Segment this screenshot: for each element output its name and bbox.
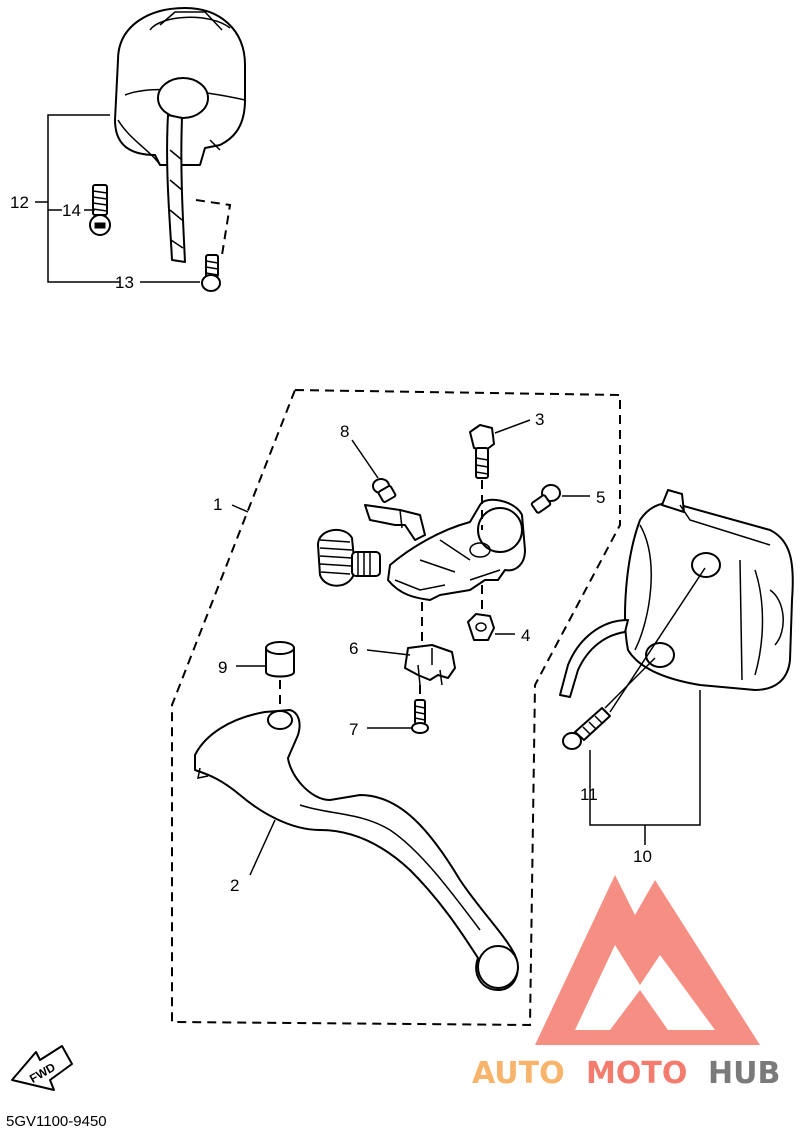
collar-9-icon [265,641,295,678]
bolt-3-icon [469,424,495,479]
callout-2: 2 [230,876,239,895]
callout-9: 9 [218,658,227,677]
callout-6: 6 [349,639,358,658]
screw-14-icon [89,184,111,236]
callout-1: 1 [213,495,222,514]
callout-4: 4 [521,626,530,645]
callout-8: 8 [340,422,349,441]
callout-5: 5 [596,488,605,507]
callout-10: 10 [633,847,652,866]
screw-11-icon [562,707,611,750]
screw-13-icon [201,254,221,292]
callout-3: 3 [535,410,544,429]
callout-12: 12 [10,193,29,212]
svg-text:AUTO: AUTO [472,1056,565,1091]
screw-5-icon [530,484,561,514]
callout-11: 11 [580,785,598,804]
clip-part [364,504,426,541]
svg-text:HUB: HUB [708,1056,780,1091]
clutch-lever [194,709,519,991]
callout-7: 7 [349,720,358,739]
svg-text:MOTO: MOTO [586,1056,687,1091]
lever-holder [387,498,526,601]
screw-7-icon [411,699,429,734]
adjuster-knob [317,529,381,587]
handlebar-switch-upper [114,7,246,263]
watermark-logo [535,875,760,1045]
nut-4-icon [467,613,495,641]
handlebar-switch-right [559,489,794,698]
callout-13: 13 [115,273,134,292]
assembly-outline-1 [171,389,621,1027]
switch-6-icon [404,644,456,686]
diagram-code: 5GV1100-9450 [6,1113,107,1130]
guide-line-13 [195,199,232,256]
callout-14: 14 [62,201,81,220]
screw-8-icon [372,478,397,503]
bracket-12 [47,114,120,283]
watermark-text: AUTO MOTO HUB [472,1056,780,1091]
fwd-arrow-icon: FWD [11,1045,73,1091]
